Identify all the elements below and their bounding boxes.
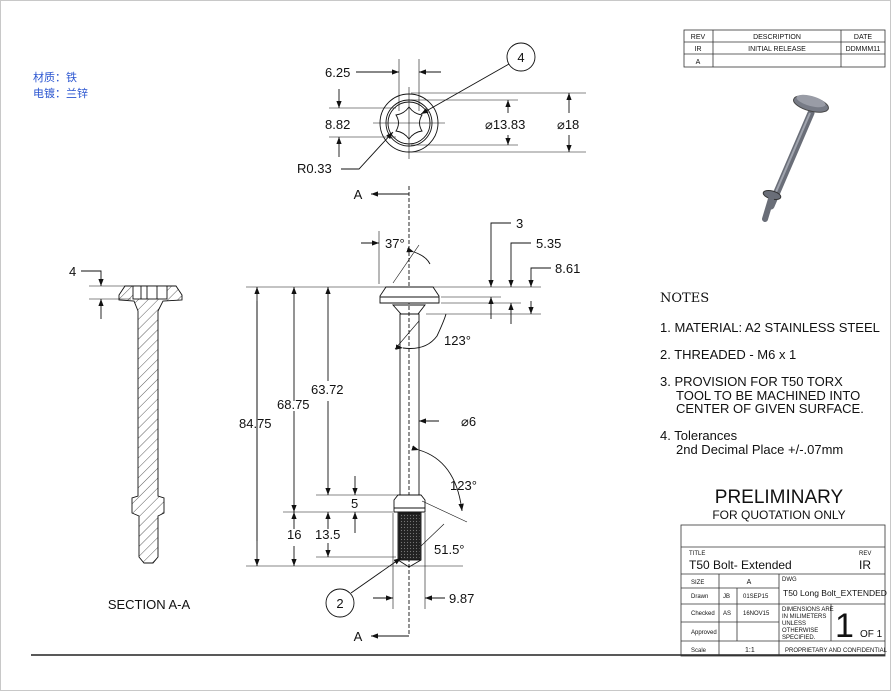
drawn-label: Drawn bbox=[691, 594, 708, 600]
dim-13-5: 13.5 bbox=[315, 527, 340, 542]
note-item: 3. PROVISION FOR T50 TORX bbox=[660, 374, 843, 389]
dwg-label: DWG bbox=[782, 577, 797, 583]
section-view bbox=[81, 270, 183, 564]
dim-123-deg-top: 123° bbox=[444, 333, 471, 348]
dims-note: UNLESS bbox=[782, 621, 806, 627]
scale-label: Scale bbox=[691, 648, 707, 654]
title-block bbox=[680, 524, 886, 657]
dim-r0-33: R0.33 bbox=[297, 161, 332, 176]
dim-5-35: 5.35 bbox=[536, 236, 561, 251]
dims-note: DIMENSIONS ARE bbox=[782, 607, 834, 613]
dwg-number: T50 Long Bolt_EXTENDED bbox=[783, 588, 887, 598]
dims-note: IN MILIMETERS bbox=[782, 614, 826, 620]
dim-84-75: 84.75 bbox=[239, 416, 272, 431]
quotation-stamp: FOR QUOTATION ONLY bbox=[712, 508, 845, 522]
dim-8-61: 8.61 bbox=[555, 261, 580, 276]
notes-list: 1. MATERIAL: A2 STAINLESS STEEL 2. THREA… bbox=[660, 320, 880, 457]
preliminary-stamp: PRELIMINARY bbox=[715, 487, 844, 508]
sheet-number: 1 bbox=[835, 607, 854, 645]
dim-5: 5 bbox=[351, 496, 358, 511]
title-label: TITLE bbox=[689, 551, 705, 557]
sheet-of: OF 1 bbox=[860, 629, 883, 640]
approved-label: Approved bbox=[691, 630, 717, 636]
note-item: 1. MATERIAL: A2 STAINLESS STEEL bbox=[660, 320, 880, 335]
section-label-top: A bbox=[354, 187, 363, 202]
note-item: 4. Tolerances bbox=[660, 428, 738, 443]
checked-date: 16NOV15 bbox=[743, 611, 770, 617]
size-value: A bbox=[747, 579, 752, 586]
drawn-by: JB bbox=[723, 594, 730, 600]
rev-cell: A bbox=[696, 59, 701, 66]
section-title: SECTION A-A bbox=[108, 597, 191, 612]
dim-16: 16 bbox=[287, 527, 301, 542]
notes-heading: NOTES bbox=[660, 291, 709, 306]
front-view bbox=[246, 186, 551, 639]
dim-51-5-deg: 51.5° bbox=[434, 542, 465, 557]
balloon-2 bbox=[325, 588, 355, 618]
dim-dia-6: ⌀6 bbox=[461, 414, 476, 429]
size-label: SIZE bbox=[691, 580, 704, 586]
dim-68-75: 68.75 bbox=[277, 397, 310, 412]
dims-note: SPECIFIED. bbox=[782, 635, 816, 641]
note-item-cont: CENTER OF GIVEN SURFACE. bbox=[676, 401, 864, 416]
rev-header: REV bbox=[691, 34, 706, 41]
date-header: DATE bbox=[854, 34, 872, 41]
drawing-title: T50 Bolt- Extended bbox=[689, 558, 792, 572]
plating-note: 电镀：兰锌 bbox=[33, 87, 88, 100]
top-view bbox=[329, 42, 586, 170]
rev-label: REV bbox=[859, 551, 871, 557]
description-header: DESCRIPTION bbox=[753, 34, 801, 41]
section-label-bottom: A bbox=[354, 629, 363, 644]
drawing-rev: IR bbox=[859, 558, 871, 572]
drawn-date: 01SEP15 bbox=[743, 594, 769, 600]
checked-by: AS bbox=[723, 611, 731, 617]
dim-dia-13-83: ⌀13.83 bbox=[485, 117, 525, 132]
balloon-4 bbox=[506, 42, 536, 72]
date-cell: DDMMM11 bbox=[846, 46, 881, 53]
description-cell: INITIAL RELEASE bbox=[748, 46, 806, 53]
dim-9-87: 9.87 bbox=[449, 591, 474, 606]
isometric-bolt-image bbox=[762, 94, 829, 222]
dim-8-82: 8.82 bbox=[325, 117, 350, 132]
dim-dia-18: ⌀18 bbox=[557, 117, 579, 132]
dim-123-deg-bottom: 123° bbox=[450, 478, 477, 493]
material-note: 材质：铁 bbox=[33, 71, 77, 84]
dim-37-deg: 37° bbox=[385, 236, 405, 251]
note-item-cont: TOOL TO BE MACHINED INTO bbox=[676, 388, 860, 403]
note-item-cont: 2nd Decimal Place +/-.07mm bbox=[676, 442, 843, 457]
checked-label: Checked bbox=[691, 611, 715, 617]
proprietary-note: PROPRIETARY AND CONFIDENTIAL bbox=[785, 648, 888, 654]
dims-note: OTHERWISE bbox=[782, 628, 818, 634]
dim-63-72: 63.72 bbox=[311, 382, 344, 397]
rev-cell: IR bbox=[695, 46, 702, 53]
dim-4: 4 bbox=[69, 264, 76, 279]
note-item: 2. THREADED - M6 x 1 bbox=[660, 347, 796, 362]
scale-value: 1:1 bbox=[745, 647, 755, 654]
dim-6-25: 6.25 bbox=[325, 65, 350, 80]
revision-table bbox=[683, 29, 886, 68]
balloon-4-label: 4 bbox=[517, 50, 524, 65]
dim-3: 3 bbox=[516, 216, 523, 231]
balloon-2-label: 2 bbox=[336, 596, 343, 611]
